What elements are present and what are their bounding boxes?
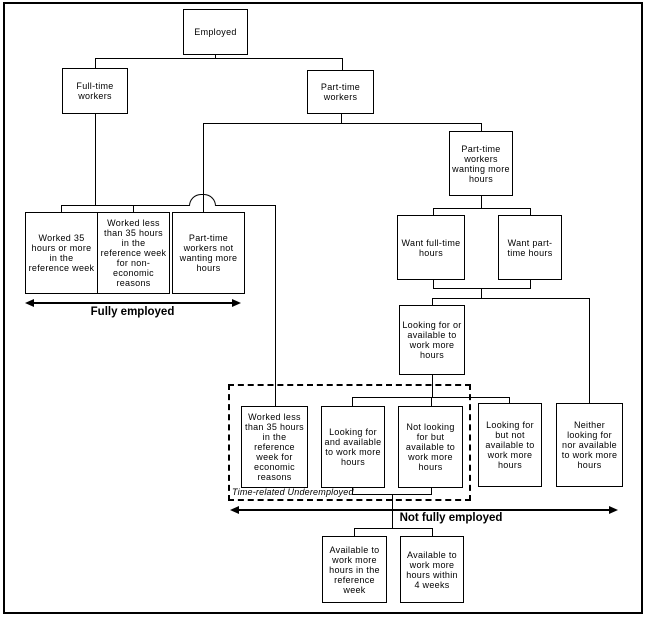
node-label: Available to work more hours in the refe… [329, 544, 380, 595]
node-label: Not looking for but available to work mo… [405, 422, 456, 472]
connector-line [432, 298, 433, 305]
connector-line [433, 208, 434, 215]
node-label: Looking for but not available to work mo… [485, 420, 535, 470]
node-full-time-workers: Full-time workers [62, 68, 128, 114]
connector-line [432, 298, 590, 299]
connector-line [433, 288, 531, 289]
node-label: Want full-time hours [401, 237, 461, 258]
arrow-line [32, 302, 234, 304]
connector-line [530, 280, 531, 289]
connector-line [95, 58, 96, 68]
connector-line [432, 528, 433, 536]
node-label: Part-time workers [320, 82, 361, 102]
arrow-head-right-icon [609, 506, 618, 514]
connector-line [481, 123, 482, 131]
node-worked-35-hours-or-more: Worked 35 hours or more in the reference… [25, 212, 98, 294]
connector-line [354, 528, 433, 529]
node-worked-less-economic: Worked less than 35 hours in the referen… [241, 406, 308, 488]
node-label: Neither looking for nor available to wor… [561, 420, 618, 470]
time-related-underemployed-region [228, 384, 471, 501]
node-want-part-time-hours: Want part-time hours [498, 215, 562, 280]
connector-line [433, 280, 434, 289]
connector-line [216, 205, 276, 206]
connector-line [275, 205, 276, 406]
connector-line [392, 494, 393, 528]
node-label: Employed [194, 27, 237, 37]
node-label: Worked 35 hours or more in the reference… [28, 233, 95, 273]
connector-line [133, 205, 134, 212]
node-worked-less-non-economic: Worked less than 35 hours in the referen… [97, 212, 170, 294]
connector-line [95, 58, 343, 59]
connector-line [509, 397, 510, 403]
connector-line [203, 123, 482, 124]
arrow-line [237, 509, 611, 511]
time-related-underemployed-label: Time-related Underemployed [232, 487, 354, 497]
connector-line [589, 298, 590, 403]
node-part-time-not-wanting-more-hours: Part-time workers not wanting more hours [172, 212, 245, 294]
fully-employed-label: Fully employed [90, 306, 175, 318]
node-neither-looking-nor-available: Neither looking for nor available to wor… [556, 403, 623, 487]
connector-line [352, 488, 353, 495]
connector-line [95, 114, 96, 206]
node-not-looking-but-available: Not looking for but available to work mo… [398, 406, 463, 488]
node-label: Part-time workers wanting more hours [452, 143, 510, 184]
node-part-time-workers: Part-time workers [307, 70, 374, 114]
connector-line [341, 114, 342, 123]
connector-line [354, 528, 355, 536]
node-label: Part-time workers not wanting more hours [179, 233, 238, 273]
connector-line [432, 375, 433, 397]
arrow-head-left-icon [230, 506, 239, 514]
node-available-within-4-weeks: Available to work more hours within 4 we… [400, 536, 464, 603]
arrow-head-right-icon [232, 299, 241, 307]
connector-line [215, 55, 216, 59]
arrow-head-left-icon [25, 299, 34, 307]
connector-line [61, 205, 189, 206]
node-looking-and-available: Looking for and available to work more h… [321, 406, 385, 488]
connector-line [61, 205, 62, 212]
connector-line [431, 488, 432, 495]
connector-line [530, 208, 531, 215]
node-label: Worked less than 35 hours in the referen… [100, 218, 167, 288]
not-fully-employed-label: Not fully employed [399, 512, 503, 524]
node-looking-but-not-available: Looking for but not available to work mo… [478, 403, 542, 487]
connector-line [481, 288, 482, 298]
node-label: Looking for or available to work more ho… [402, 320, 462, 360]
node-label: Want part-time hours [507, 237, 553, 258]
node-part-time-wanting-more-hours: Part-time workers wanting more hours [449, 131, 513, 196]
connector-line [203, 123, 204, 212]
node-want-full-time-hours: Want full-time hours [397, 215, 465, 280]
node-available-reference-week: Available to work more hours in the refe… [322, 536, 387, 603]
connector-line [352, 397, 353, 406]
node-label: Available to work more hours within 4 we… [406, 549, 458, 590]
connector-line [481, 196, 482, 208]
node-employed: Employed [183, 9, 248, 55]
node-label: Worked less than 35 hours in the referen… [245, 412, 304, 482]
connector-line [433, 208, 531, 209]
node-label: Full-time workers [76, 81, 114, 101]
outer-border [3, 2, 643, 614]
node-looking-or-available: Looking for or available to work more ho… [399, 305, 465, 375]
node-label: Looking for and available to work more h… [324, 427, 382, 467]
connector-line [431, 397, 432, 406]
connector-line [342, 58, 343, 70]
